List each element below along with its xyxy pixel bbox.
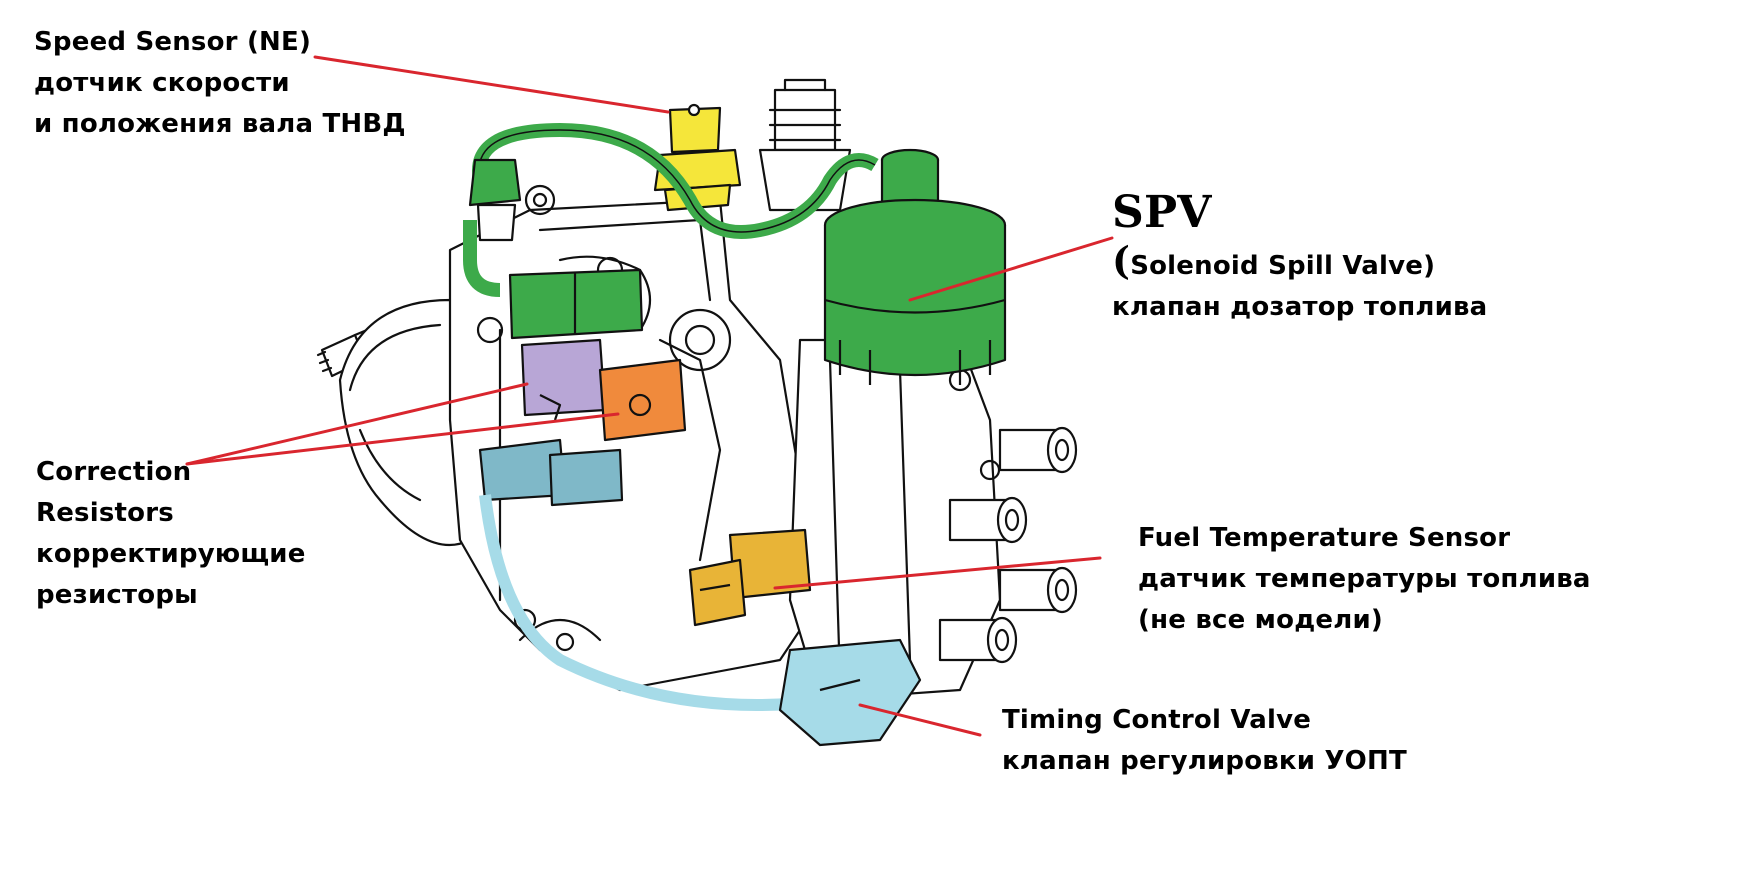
leader-line-correction-2 [185,412,620,466]
leader-line-timing [858,703,982,737]
spv-label: SPV (Solenoid Spill Valve) клапан дозато… [1112,188,1487,328]
leader-line-correction-1 [185,382,529,466]
top-fitting [758,78,852,212]
speed-sensor-ru-line1: дотчик скорости [34,68,290,98]
speed-sensor-part [653,103,742,212]
timing-control-valve-part [778,638,922,747]
correction-resistors-ru-line1: корректирующие [36,539,306,569]
spv-solenoid-part [823,148,1007,385]
spv-title: SPV [1112,187,1212,238]
leader-line-spv [908,236,1114,302]
speed-sensor-label: Speed Sensor (NE) дотчик скорости и поло… [34,22,406,145]
fuel-temperature-sensor-label: Fuel Temperature Sensor датчик температу… [1138,518,1591,641]
correction-resistor-lavender [520,338,607,417]
leader-line-speed-sensor [313,55,670,114]
correction-resistors-title-line1: Correction [36,457,192,487]
fuel-temperature-sensor-note: (не все модели) [1138,605,1383,635]
leader-line-fuel-temp [773,556,1102,590]
spv-ru-description: клапан дозатор топлива [1112,292,1488,322]
spv-open-paren: ( [1112,238,1131,283]
timing-control-valve-label: Timing Control Valve клапан регулировки … [1002,700,1407,782]
correction-resistors-ru-line2: резисторы [36,580,198,610]
timing-control-valve-title: Timing Control Valve [1002,705,1312,735]
fuel-temperature-sensor-ru: датчик температуры топлива [1138,564,1591,594]
pump-housing-left [338,298,472,547]
timing-control-valve-ru: клапан регулировки УОПТ [1002,746,1407,776]
blue-wire [479,494,831,711]
correction-resistors-label: Correction Resistors корректирующие рези… [36,452,306,616]
fuel-temperature-sensor-title: Fuel Temperature Sensor [1138,523,1511,553]
green-hex-fitting [468,158,522,207]
speed-sensor-ru-line2: и положения вала ТНВД [34,109,406,139]
outlet-fittings [938,426,1078,664]
spv-subtitle: Solenoid Spill Valve) [1130,251,1436,281]
fuel-temperature-sensor-part [688,528,812,627]
speed-sensor-title: Speed Sensor (NE) [34,27,312,57]
correction-resistors-title-line2: Resistors [36,498,174,528]
